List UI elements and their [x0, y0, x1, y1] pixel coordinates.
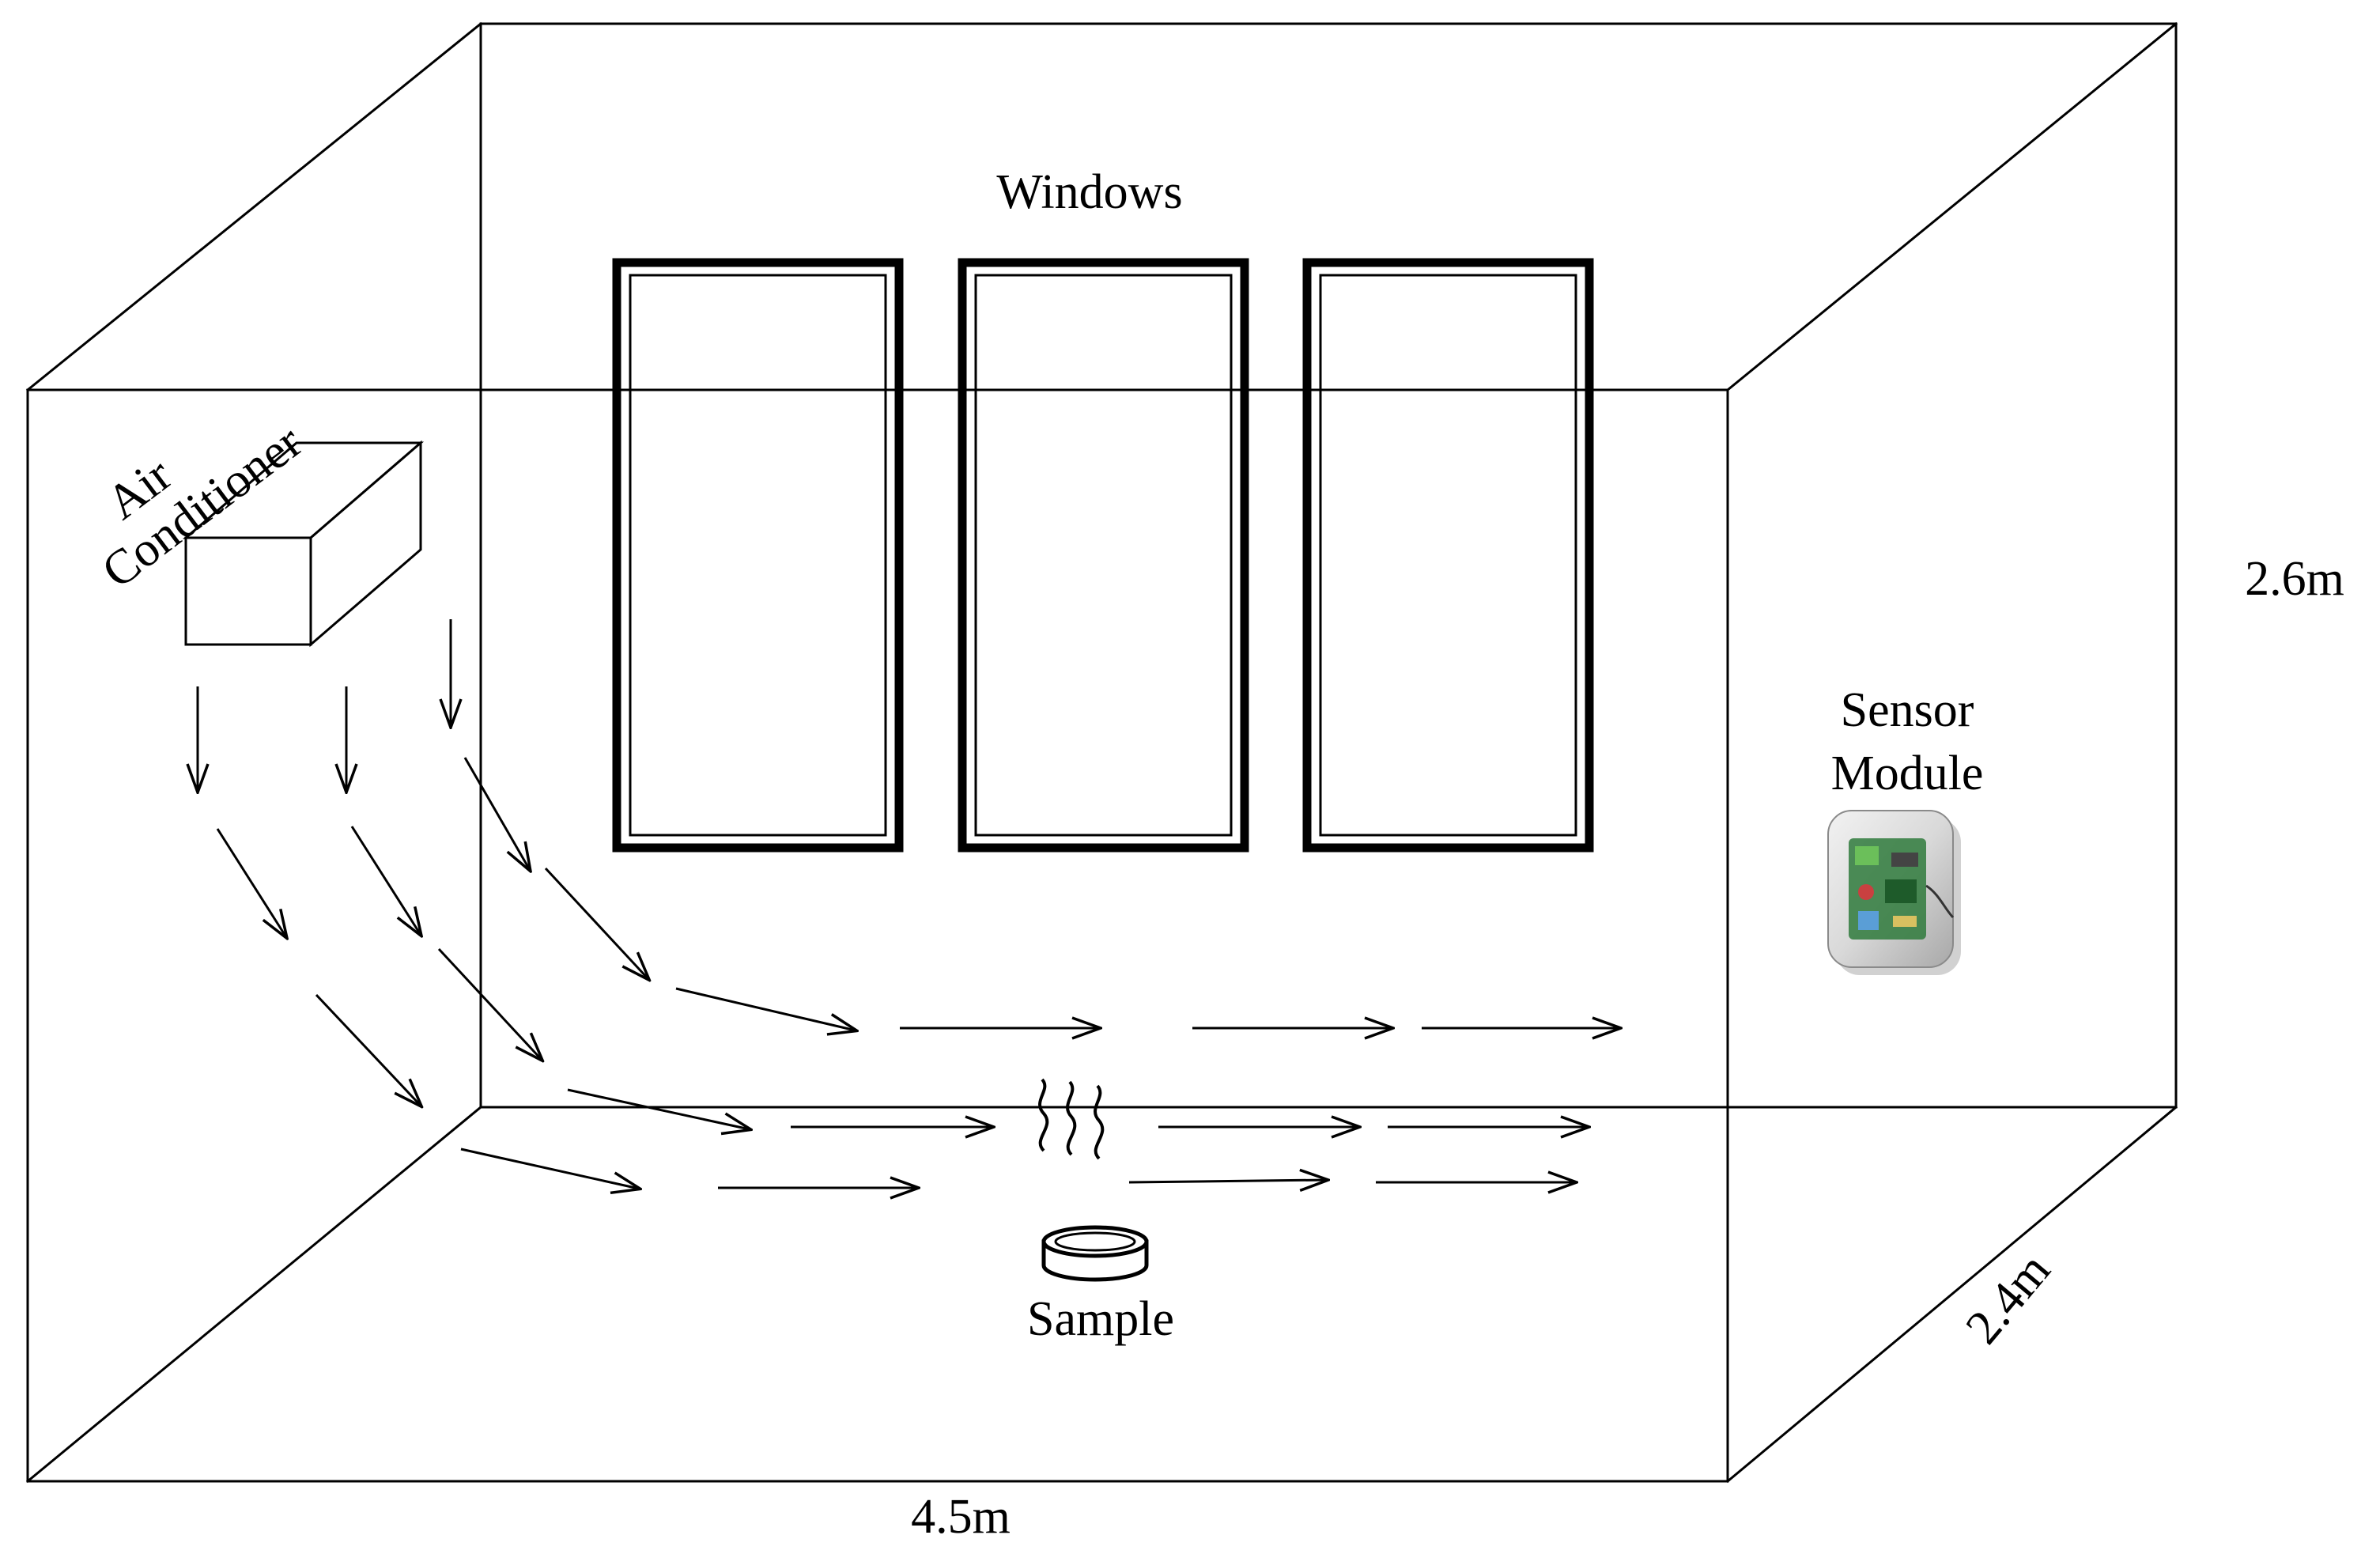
sensor-label-line2: Module	[1831, 747, 1984, 800]
air-conditioner	[182, 440, 425, 648]
sensor-module-icon	[1827, 810, 1961, 975]
width-dimension-label: 4.5m	[911, 1490, 1011, 1544]
edge-top-right	[1725, 21, 2178, 392]
edge-bottom-left	[25, 1105, 483, 1484]
airflow-arrow	[315, 993, 421, 1106]
airflow-arrow	[463, 757, 530, 870]
airflow-arrow	[437, 947, 542, 1060]
height-dimension-label: 2.6m	[2245, 552, 2344, 606]
airflow-arrows	[198, 619, 1619, 1189]
window-3	[1302, 258, 1594, 853]
windows-label: Windows	[996, 165, 1182, 219]
window-2	[958, 258, 1249, 853]
ac-front-face	[184, 536, 312, 646]
edge-bottom-right	[1725, 1105, 2178, 1484]
depth-dimension-label: 2.4m	[1955, 1243, 2061, 1354]
back-wall	[479, 22, 2178, 1109]
ac-side-face	[309, 440, 422, 648]
airflow-arrow	[1128, 1180, 1327, 1182]
airflow-arrow	[675, 987, 856, 1030]
window-1	[612, 258, 904, 853]
airflow-arrow	[350, 826, 421, 935]
front-face	[26, 388, 1729, 1483]
airflow-arrow	[544, 867, 648, 979]
airflow-arrow	[216, 828, 286, 937]
room-box	[25, 21, 2178, 1484]
airflow-arrow	[567, 1088, 750, 1129]
sensor-label-line1: Sensor	[1841, 683, 1974, 737]
sample-dish-icon	[1041, 1225, 1149, 1282]
windows	[612, 258, 1594, 853]
sample-label: Sample	[1027, 1292, 1174, 1346]
steam-icon	[1038, 1078, 1105, 1160]
airflow-arrow	[460, 1148, 639, 1189]
edge-top-left	[25, 21, 483, 392]
